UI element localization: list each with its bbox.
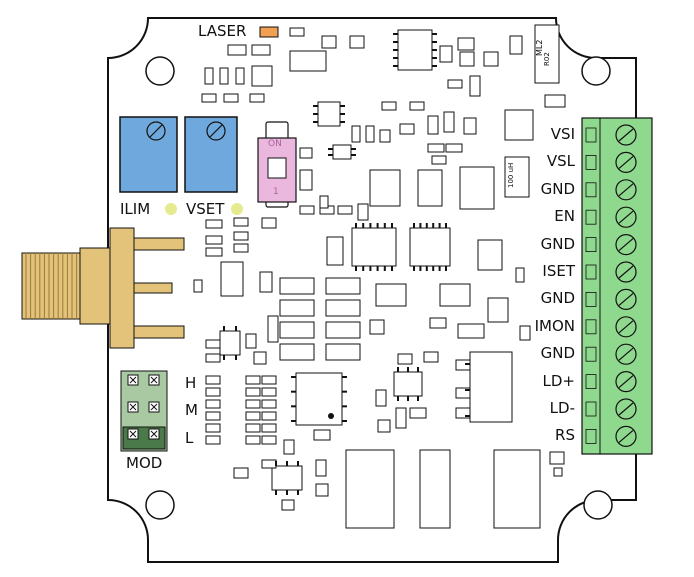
terminal-screw-8[interactable] — [585, 343, 637, 365]
ic-sot-d — [219, 330, 241, 356]
cap-c — [459, 166, 495, 210]
terminal-label-5: ISET — [542, 262, 575, 280]
header-h-label: H — [185, 374, 197, 392]
inductor-mid — [504, 156, 530, 198]
terminal-label-8: GND — [540, 344, 575, 363]
terminal-label-3: EN — [554, 207, 575, 226]
terminal-label-4: GND — [540, 234, 575, 253]
terminal-screw-9[interactable] — [585, 371, 637, 393]
terminal-screw-10[interactable] — [585, 398, 637, 420]
terminal-screw-2[interactable] — [585, 179, 637, 201]
terminal-screw-3[interactable] — [585, 206, 637, 228]
cap-bottom-2 — [419, 449, 451, 529]
terminal-screw-7[interactable] — [585, 316, 637, 338]
terminal-label-0: VSI — [550, 125, 575, 143]
resistor-mark: R02 — [543, 52, 551, 66]
terminal-screw-0[interactable] — [585, 124, 637, 146]
led-ilim — [165, 203, 177, 215]
terminal-screw-6[interactable] — [585, 288, 637, 310]
header-l-label: L — [185, 429, 194, 447]
trimpot-ilim[interactable] — [119, 116, 178, 193]
cap-a — [369, 169, 401, 207]
dip-switch[interactable] — [257, 121, 297, 208]
cap-b — [417, 169, 443, 207]
terminal-label-11: RS — [555, 426, 575, 445]
led-vset — [231, 203, 243, 215]
mod-header[interactable] — [120, 370, 168, 452]
diode-a — [326, 236, 344, 266]
ic-qfn-top — [397, 29, 433, 71]
laser-label: LASER — [198, 22, 247, 40]
inductor-top — [534, 24, 560, 84]
ic-diode-top — [289, 50, 327, 72]
ic-soic-c — [295, 372, 343, 426]
terminal-screw-4[interactable] — [585, 234, 637, 256]
vset-label: VSET — [186, 200, 225, 218]
terminal-label-6: GND — [540, 289, 575, 308]
terminal-block[interactable] — [581, 117, 653, 455]
cap-g — [439, 283, 471, 307]
smd-laser-r — [289, 27, 305, 37]
terminal-screw-1[interactable] — [585, 151, 637, 173]
ic-sot-b — [332, 144, 352, 160]
mount-hole-bl — [145, 490, 175, 520]
terminal-label-9: LD+ — [542, 371, 575, 390]
ic-sot-a — [317, 101, 341, 127]
cap-e — [220, 261, 244, 297]
sma-connector — [21, 227, 185, 349]
terminal-label-2: GND — [540, 179, 575, 198]
trimpot-vset[interactable] — [184, 116, 238, 193]
cap-bottom-3 — [493, 449, 541, 529]
ilim-label: ILIM — [120, 200, 151, 218]
dip-num-label: 1 — [273, 187, 279, 197]
smd-components — [193, 33, 566, 511]
mount-hole-tl — [145, 56, 175, 86]
ic-sot-c — [393, 371, 423, 397]
regulator — [469, 351, 513, 423]
terminal-label-7: IMON — [534, 316, 575, 335]
header-m-label: M — [185, 401, 198, 419]
cap-bottom-1 — [345, 449, 395, 529]
mount-hole-br — [583, 490, 613, 520]
laser-led — [259, 26, 279, 38]
terminal-label-1: VSL — [546, 152, 575, 171]
terminal-label-10: LD- — [549, 399, 575, 417]
cap-f — [375, 283, 407, 307]
cap-d — [477, 239, 503, 271]
terminal-screw-11[interactable] — [585, 425, 637, 447]
mount-hole-tr — [581, 56, 611, 86]
mod-label: MOD — [126, 454, 163, 472]
ic-sot-e — [271, 465, 303, 491]
ic-soic-b — [409, 227, 451, 267]
terminal-screw-5[interactable] — [585, 261, 637, 283]
dip-on-label: ON — [268, 139, 282, 149]
ic-soic-a — [351, 227, 397, 267]
board-outline — [107, 17, 637, 563]
